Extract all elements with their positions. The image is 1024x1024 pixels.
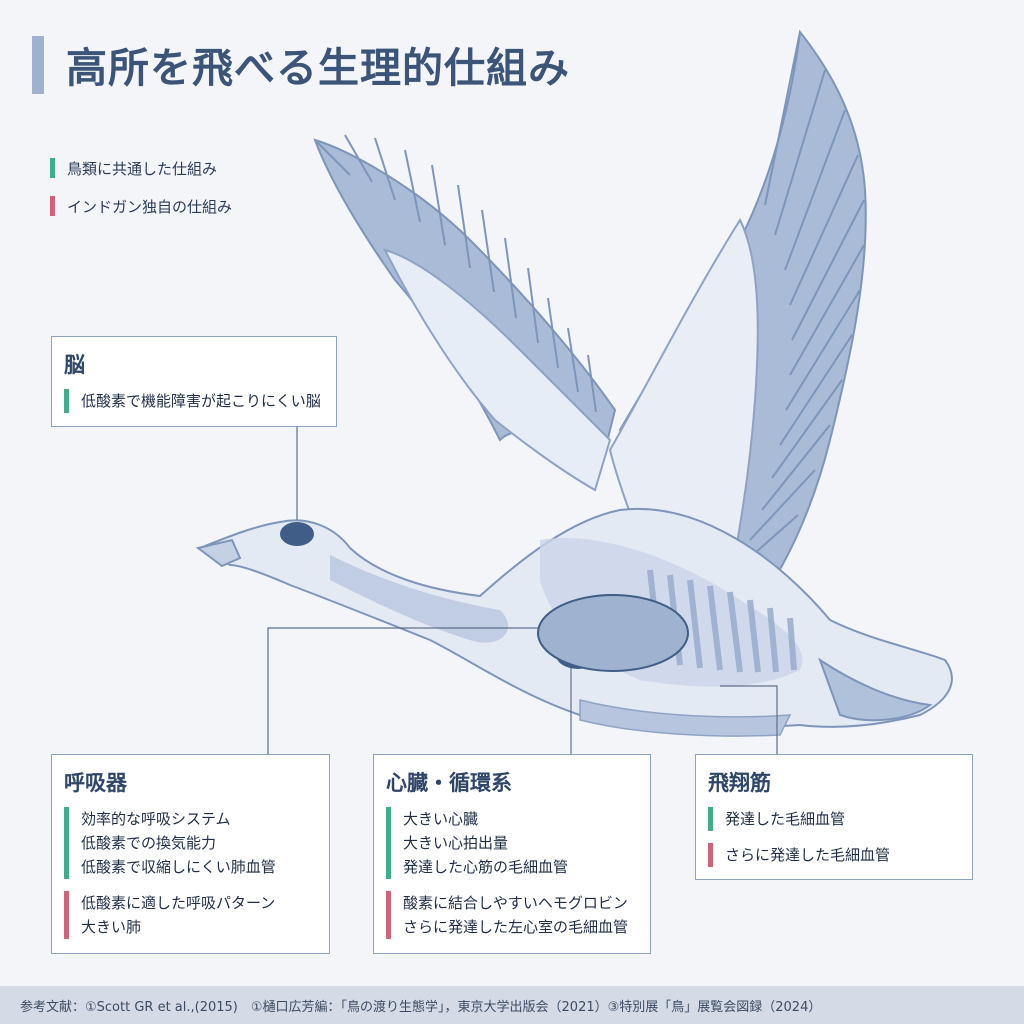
text-line: 大きい肺 [81,918,142,936]
flight-muscle-heading: 飛翔筋 [708,771,771,795]
text-line: 発達した心筋の毛細血管 [403,858,569,876]
respiratory-heading: 呼吸器 [64,771,127,795]
heart-heading: 心臓・循環系 [386,771,512,795]
flight-muscle-common-group: 発達した毛細血管 [708,807,960,831]
left-wing [313,134,617,492]
respiratory-unique-group: 低酸素に適した呼吸パターン 大きい肺 [64,891,317,939]
legend-swatch-green [50,158,55,178]
group-marker-red [708,843,713,867]
flight-muscle-box: 飛翔筋 発達した毛細血管 さらに発達した毛細血管 [695,754,973,880]
text-line: 酸素に結合しやすいヘモグロビン [403,894,628,912]
respiratory-box: 呼吸器 効率的な呼吸システム 低酸素での換気能力 低酸素で収縮しにくい肺血管 低… [51,754,330,954]
legend-item-common: 鳥類に共通した仕組み [50,158,232,178]
text-line: 発達した毛細血管 [725,810,846,828]
legend-label: 鳥類に共通した仕組み [67,159,218,178]
heart-common-group: 大きい心臓 大きい心拍出量 発達した心筋の毛細血管 [386,807,638,879]
group-marker-green [64,389,69,413]
brain-heading: 脳 [64,353,85,377]
respiratory-common-group: 効率的な呼吸システム 低酸素での換気能力 低酸素で収縮しにくい肺血管 [64,807,317,879]
legend-swatch-red [50,196,55,216]
flight-muscle-unique-group: さらに発達した毛細血管 [708,843,960,867]
group-marker-green [64,807,69,879]
heart-unique-group: 酸素に結合しやすいヘモグロビン さらに発達した左心室の毛細血管 [386,891,638,939]
brain-box: 脳 低酸素で機能障害が起こりにくい脳 [51,336,337,427]
references-text: 参考文献：①Scott GR et al.,(2015) ①樋口広芳編：「鳥の渡… [20,999,822,1015]
text-line: 低酸素で収縮しにくい肺血管 [81,858,276,876]
text-line: さらに発達した左心室の毛細血管 [403,918,629,936]
page-title: 高所を飛べる生理的仕組み [66,44,570,92]
text-line: 低酸素に適した呼吸パターン [81,894,276,912]
brain-organ [280,522,314,546]
text-line: 効率的な呼吸システム [81,810,231,828]
legend: 鳥類に共通した仕組み インドガン独自の仕組み [50,158,232,234]
text-line: さらに発達した毛細血管 [725,846,891,864]
legend-item-unique: インドガン独自の仕組み [50,196,232,216]
heart-box: 心臓・循環系 大きい心臓 大きい心拍出量 発達した心筋の毛細血管 酸素に結合しや… [373,754,651,954]
group-marker-red [64,891,69,939]
lung-organ [537,594,689,672]
text-line: 大きい心拍出量 [403,834,509,852]
title-accent-bar [32,36,44,94]
connector-lines [267,427,778,754]
group-marker-red [386,891,391,939]
group-marker-green [708,807,713,831]
text-line: 低酸素での換気能力 [81,834,217,852]
text-line: 大きい心臓 [403,810,479,828]
legend-label: インドガン独自の仕組み [67,197,233,216]
references-footer: 参考文献：①Scott GR et al.,(2015) ①樋口広芳編：「鳥の渡… [0,986,1024,1024]
text-line: 低酸素で機能障害が起こりにくい脳 [81,392,321,410]
group-marker-green [386,807,391,879]
brain-common-group: 低酸素で機能障害が起こりにくい脳 [64,389,324,413]
